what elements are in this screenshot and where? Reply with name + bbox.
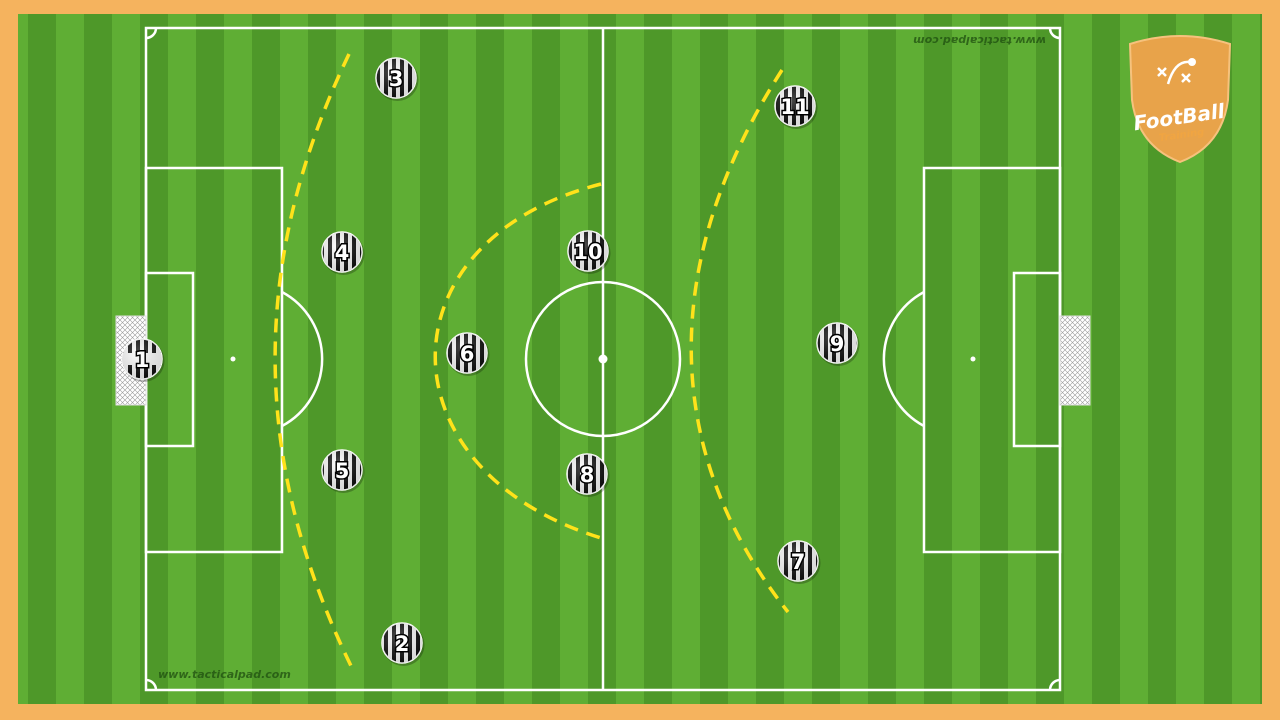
players: 1 2 3 4 5 6 7 8 9 10 11: [121, 57, 860, 666]
player-token-1: 1: [121, 338, 165, 382]
player-number-label: 6: [460, 342, 475, 366]
right-penalty-spot: [970, 356, 976, 362]
player-token-2: 2: [381, 622, 425, 666]
centre-circle: [524, 280, 682, 438]
player-number-label: 10: [573, 240, 602, 264]
zone-lines: [273, 53, 790, 669]
logo-shield-icon: [1128, 35, 1232, 164]
player-token-8: 8: [566, 453, 610, 497]
player-number-label: 5: [335, 459, 350, 483]
corner-arc-top-left: [145, 27, 158, 40]
centre-spot: [598, 354, 608, 364]
right-penalty-arc: [882, 290, 925, 428]
player-token-6: 6: [446, 332, 490, 376]
right-goal: [1059, 315, 1091, 406]
player-number-label: 8: [580, 463, 595, 487]
football-training-logo: FootBall Training: [1128, 35, 1232, 164]
player-number-label: 11: [780, 95, 809, 119]
player-token-9: 9: [816, 322, 860, 366]
pitch-grass: [18, 14, 1262, 704]
player-token-4: 4: [321, 231, 365, 275]
watermark-top-mirrored: www.tacticalpad.com: [913, 34, 1046, 47]
corner-arc-top-right: [1048, 27, 1061, 40]
player-number-label: 3: [389, 67, 404, 91]
left-penalty-spot: [230, 356, 236, 362]
player-token-7: 7: [777, 540, 821, 584]
left-penalty-arc: [281, 290, 324, 428]
player-number-label: 1: [135, 348, 150, 372]
corner-arc-bottom-left: [145, 678, 158, 691]
player-number-label: 2: [395, 632, 410, 656]
corner-arc-bottom-right: [1048, 678, 1061, 691]
player-token-3: 3: [375, 57, 419, 101]
midfield-zone: [433, 182, 602, 540]
player-token-11: 11: [774, 85, 818, 129]
attacking-line-zone: [689, 69, 790, 614]
logo-tactic-icon: [1157, 60, 1191, 85]
player-token-10: 10: [567, 230, 611, 274]
player-number-label: 7: [791, 550, 806, 574]
logo-dot-icon: [1188, 58, 1196, 66]
watermark-bottom: www.tacticalpad.com: [158, 668, 291, 681]
player-token-5: 5: [321, 449, 365, 493]
player-number-label: 4: [335, 241, 350, 265]
defensive-line-zone: [273, 53, 354, 669]
player-number-label: 9: [830, 332, 845, 356]
